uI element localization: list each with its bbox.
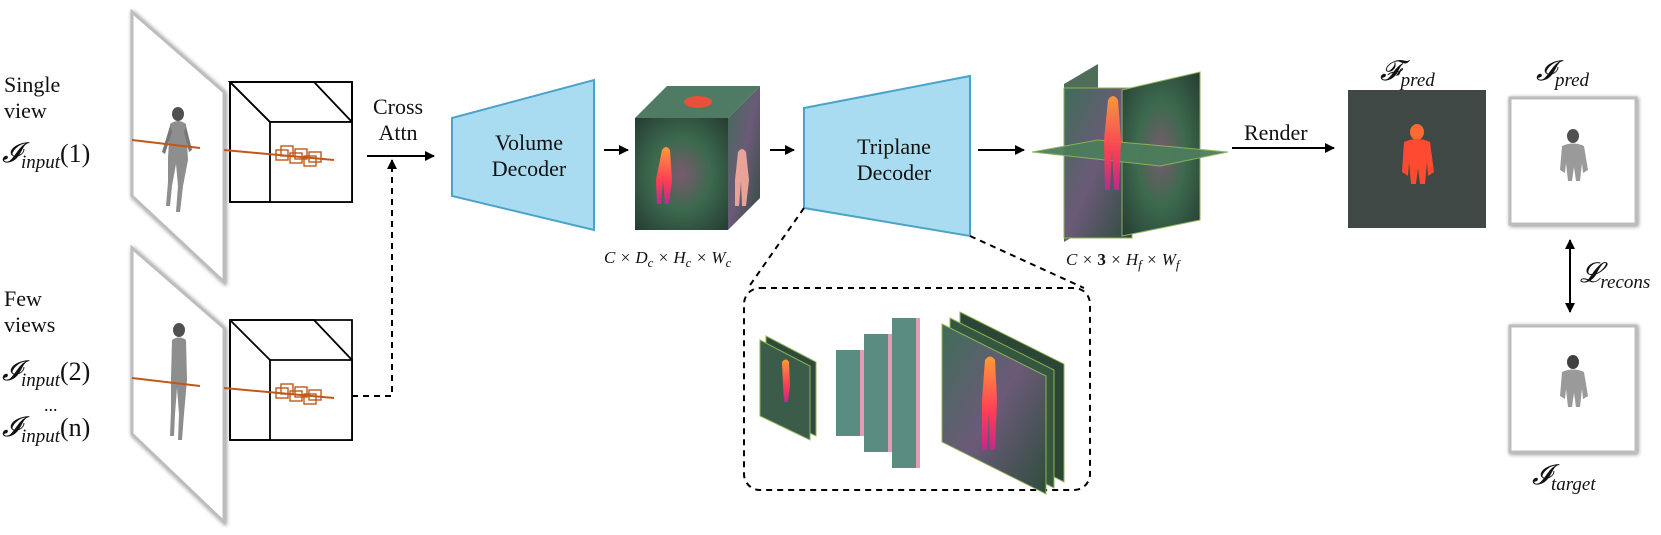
single-view-label: Single view xyxy=(4,72,60,124)
zoom-line-left xyxy=(747,207,805,289)
i-target-subscript: target xyxy=(1550,474,1596,495)
predicted-image xyxy=(1508,96,1638,226)
loss-label: 𝓛recons xyxy=(1580,258,1650,298)
input-subscript: input xyxy=(20,370,60,391)
input-subscript: input xyxy=(20,426,60,447)
few-views-label: Few views xyxy=(4,286,55,338)
input-2-arg: (2) xyxy=(60,357,91,386)
input-symbol: 𝓘 xyxy=(2,136,21,169)
triplane-decoder-detail-box xyxy=(743,287,1091,491)
i-pred-label: 𝓘pred xyxy=(1536,56,1589,96)
input-symbol: 𝓘 xyxy=(2,410,21,443)
triplane-features xyxy=(1031,64,1229,242)
ray-few-left xyxy=(131,377,201,387)
detail-output-triplanes xyxy=(941,311,1065,495)
volume-decoder-label-line2: Decoder xyxy=(491,156,567,181)
ray-single-left xyxy=(131,139,201,149)
f-pred-label: 𝓕pred xyxy=(1380,56,1435,96)
times-symbol: × xyxy=(695,248,708,267)
volume-dim-d: D xyxy=(635,248,648,267)
volume-dim-d-sub: c xyxy=(647,255,654,270)
ellipsis-label: ... xyxy=(44,395,58,415)
cross-attn-label-line1: Cross xyxy=(372,94,424,119)
cross-attn-label-line2: Attn xyxy=(378,120,418,145)
input-n-label: 𝓘input(n) xyxy=(2,412,90,452)
input-1-label: 𝓘input(1) xyxy=(2,138,90,178)
single-view-voxels xyxy=(223,145,335,167)
times-symbol: × xyxy=(1145,250,1158,269)
volume-dim-h-sub: c xyxy=(685,255,692,270)
volume-decoder-block xyxy=(451,78,595,232)
zoom-line-right xyxy=(969,235,1085,289)
input-symbol: 𝓘 xyxy=(2,354,21,387)
i-target-symbol: 𝓘 xyxy=(1532,458,1551,491)
triplane-dim-w-sub: f xyxy=(1175,257,1180,272)
input-2-label: 𝓘input(2) xyxy=(2,356,90,396)
detail-conv-layers xyxy=(836,318,920,468)
f-subscript: pred xyxy=(1400,70,1435,91)
triplane-decoder-label-line2: Decoder xyxy=(856,160,932,185)
target-image xyxy=(1508,324,1638,454)
input-subscript: input xyxy=(20,152,60,173)
single-view-label-line2: view xyxy=(4,98,47,123)
volume-dim-w: W xyxy=(711,248,726,267)
volume-dim-w-sub: c xyxy=(725,255,732,270)
triplane-decoder-label-line1: Triplane xyxy=(857,134,931,159)
detail-input-features xyxy=(759,335,817,441)
times-symbol: × xyxy=(619,248,632,267)
triplane-dim-w: W xyxy=(1161,250,1176,269)
i-pred-symbol: 𝓘 xyxy=(1536,54,1555,87)
triplane-dim-c: C xyxy=(1066,250,1078,269)
triplane-dim-h-sub: f xyxy=(1138,257,1142,272)
render-label: Render xyxy=(1244,120,1308,145)
triplane-decoder-label: Triplane Decoder xyxy=(834,134,954,186)
volume-dim-h: H xyxy=(673,248,686,267)
dashed-arrow-cross-attn xyxy=(352,159,397,397)
i-target-label: 𝓘target xyxy=(1532,460,1596,500)
volume-decoder-label: Volume Decoder xyxy=(474,130,584,182)
triplane-dim-h: H xyxy=(1125,250,1139,269)
single-view-image-plane xyxy=(130,8,226,286)
few-views-voxels xyxy=(223,383,335,405)
loss-subscript: recons xyxy=(1600,272,1651,293)
times-symbol: × xyxy=(657,248,670,267)
single-view-label-line1: Single xyxy=(4,72,61,97)
few-views-image-plane xyxy=(130,244,226,526)
rendered-feature-map xyxy=(1348,90,1486,228)
i-pred-subscript: pred xyxy=(1554,70,1590,91)
triplane-dim-3: 3 xyxy=(1097,250,1106,269)
cross-attn-label: Cross Attn xyxy=(368,94,428,146)
triplane-dims-label: C × 3 × Hf × Wf xyxy=(1066,250,1180,275)
few-views-cube xyxy=(229,319,353,441)
single-view-cube xyxy=(227,81,353,203)
human-figure-few xyxy=(170,323,187,440)
times-symbol: × xyxy=(1110,250,1122,269)
few-views-label-line2: views xyxy=(4,312,56,337)
volume-dim-c: C xyxy=(604,248,616,267)
input-n-arg: (n) xyxy=(60,413,91,442)
input-1-arg: (1) xyxy=(60,139,91,168)
volume-dims-label: C × Dc × Hc × Wc xyxy=(604,248,731,273)
feature-volume-cube xyxy=(635,86,760,230)
volume-decoder-label-line1: Volume xyxy=(494,130,564,155)
times-symbol: × xyxy=(1081,250,1094,269)
f-symbol: 𝓕 xyxy=(1380,54,1401,87)
few-views-label-line1: Few xyxy=(4,286,42,311)
loss-symbol: 𝓛 xyxy=(1580,256,1601,289)
